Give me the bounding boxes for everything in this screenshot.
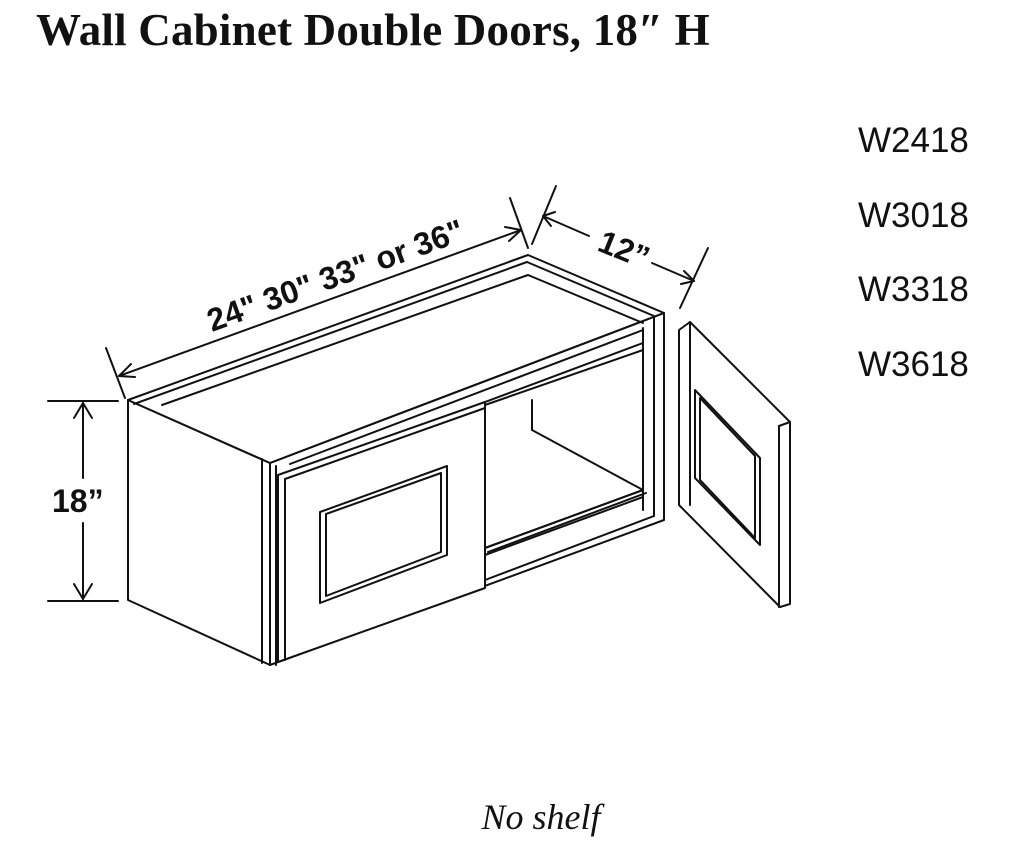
width-dimension <box>105 197 529 399</box>
page-title: Wall Cabinet Double Doors, 18″ H <box>36 5 710 55</box>
height-dimension <box>47 400 119 602</box>
cabinet-box <box>127 254 665 666</box>
model-code: W3318 <box>858 270 969 309</box>
model-code: W3018 <box>858 195 969 235</box>
model-list: W2418 W3018 W3318 W3618 <box>858 118 969 416</box>
depth-dimension <box>531 185 709 309</box>
model-code: W2418 <box>858 121 969 160</box>
height-label: 18” <box>52 483 104 519</box>
right-door <box>678 321 791 608</box>
model-code: W3618 <box>858 344 969 384</box>
left-door <box>277 401 486 663</box>
depth-label: 12” <box>593 223 654 276</box>
shelf-note: No shelf <box>481 797 601 837</box>
